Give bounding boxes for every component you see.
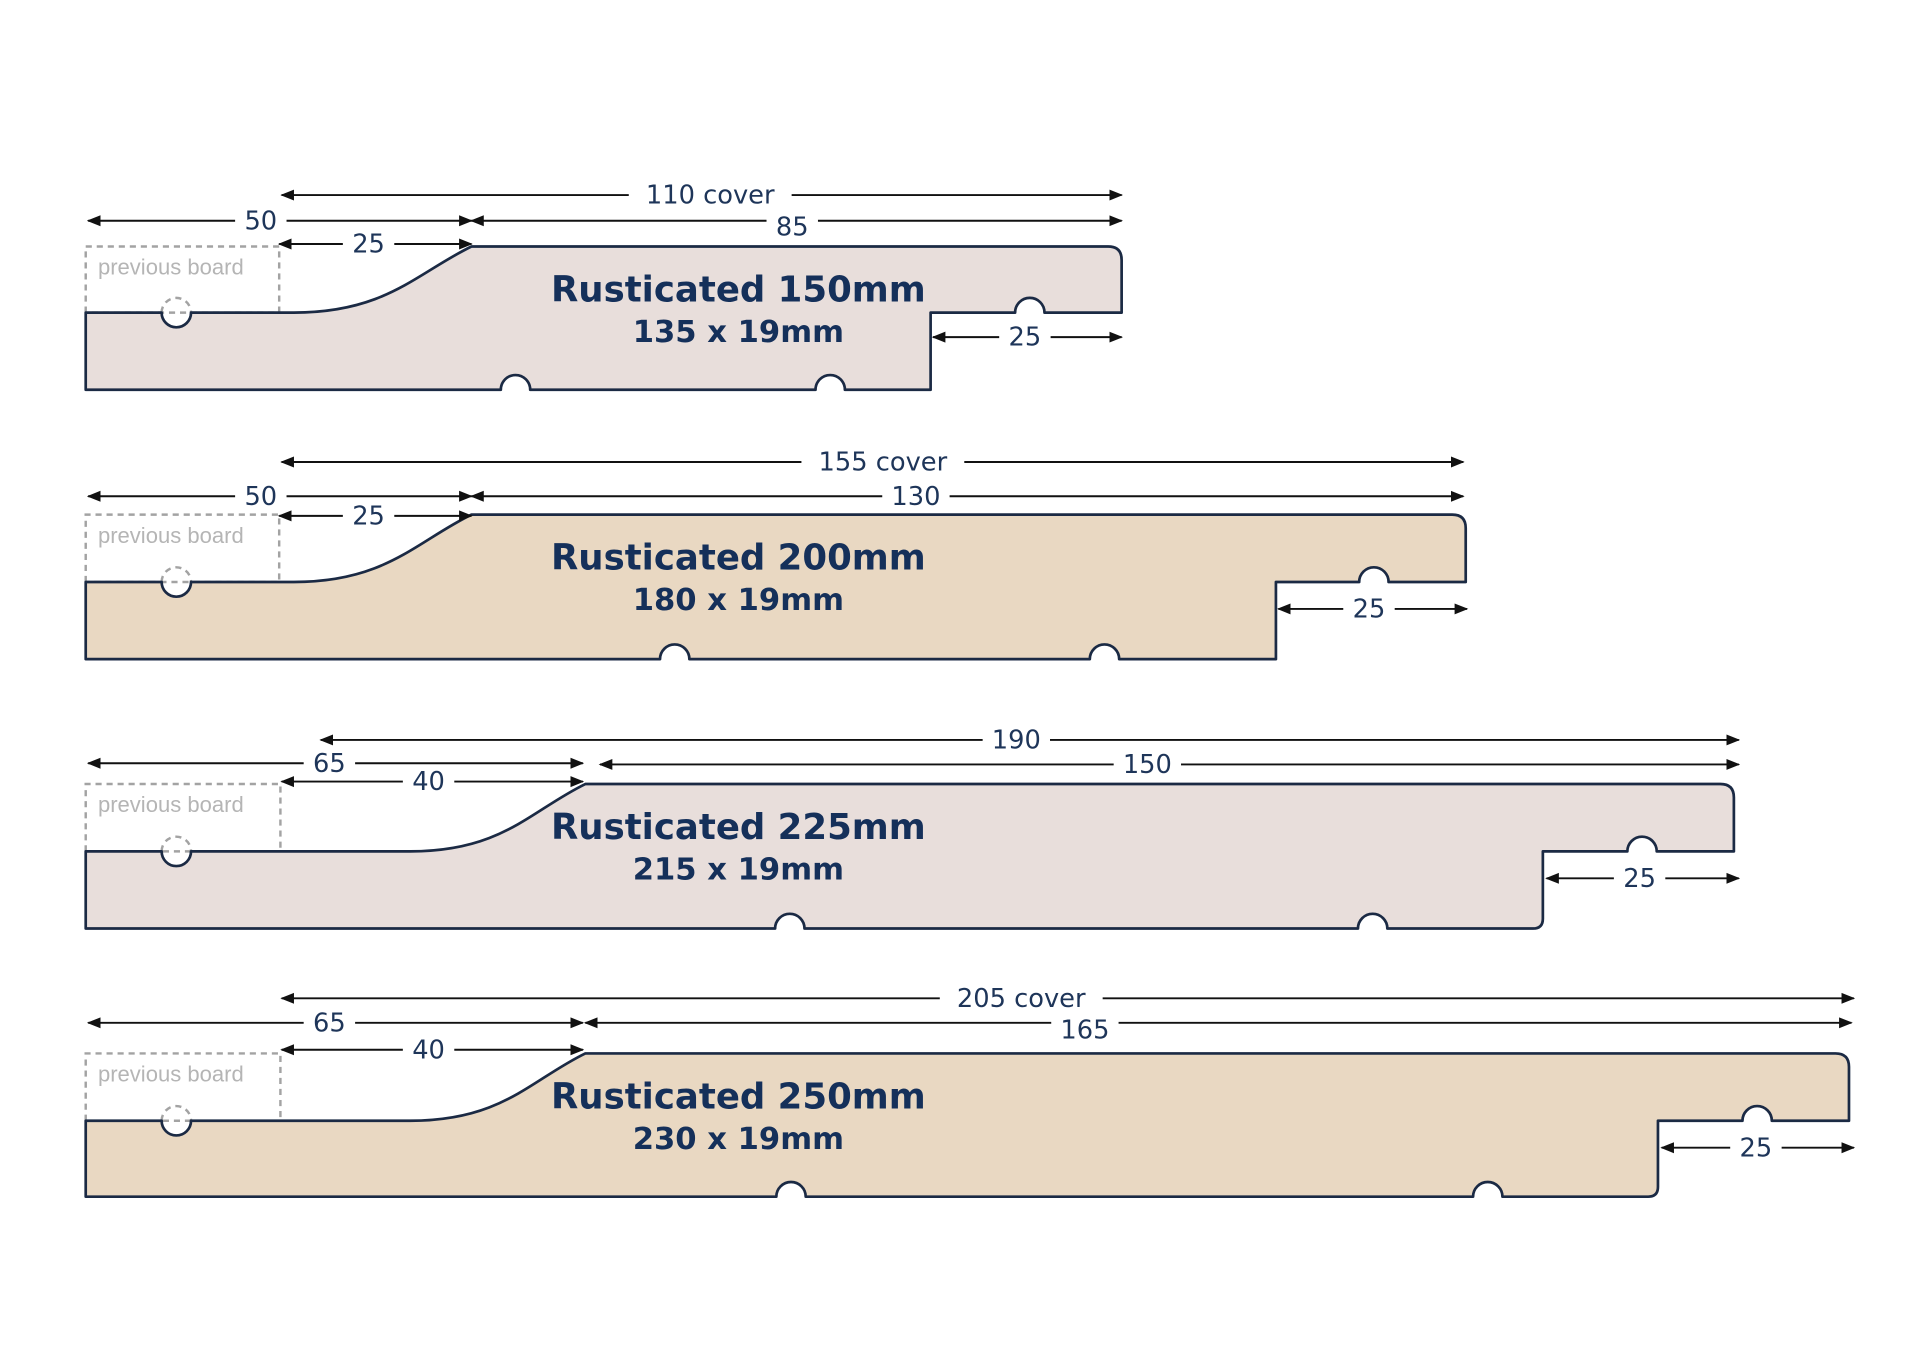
overlap-dimension: 50 [86, 482, 473, 512]
overlap-dimension-label: 50 [244, 482, 277, 512]
overlap-dimension: 65 [86, 749, 585, 779]
board-outline [84, 1052, 1851, 1199]
face-dimension-label: 150 [1123, 750, 1172, 780]
previous-board-outline [84, 513, 281, 584]
curve-dimension: 25 [277, 501, 473, 531]
board-title: Rusticated 200mm [551, 538, 926, 579]
curve-dimension: 40 [280, 1035, 585, 1065]
board-size: 230 x 19mm [633, 1122, 844, 1157]
previous-board-outline [84, 1052, 282, 1122]
curve-dimension: 40 [280, 767, 585, 797]
previous-board-label: previous board [98, 1062, 244, 1087]
face-dimension: 165 [583, 1016, 1853, 1046]
board-size: 135 x 19mm [633, 315, 844, 350]
overlap-dimension: 50 [86, 206, 473, 236]
tongue-dimension-label: 25 [1353, 595, 1386, 625]
tongue-dimension-label: 25 [1009, 323, 1042, 353]
tongue-dimension: 25 [931, 323, 1124, 353]
curve-dimension-label: 25 [352, 501, 385, 531]
face-dimension: 130 [470, 482, 1465, 512]
previous-board-label: previous board [98, 255, 244, 280]
previous-board-label: previous board [98, 523, 244, 548]
board-title: Rusticated 250mm [551, 1077, 926, 1118]
overlap-dimension-label: 65 [313, 749, 346, 779]
board-outline [84, 513, 1468, 661]
cover-dimension-label: 110 cover [646, 181, 775, 211]
cover-dimension-label: 190 [992, 726, 1041, 756]
overlap-dimension: 65 [86, 1008, 585, 1038]
previous-board-outline [84, 782, 282, 853]
curve-dimension-label: 40 [412, 767, 445, 797]
tongue-dimension: 25 [1545, 864, 1741, 894]
cover-dimension-label: 205 cover [957, 984, 1086, 1014]
curve-dimension: 25 [277, 230, 473, 260]
face-dimension-label: 130 [891, 482, 940, 512]
cover-dimension: 110 cover [280, 181, 1124, 211]
cover-dimension: 190 [319, 726, 1741, 756]
tongue-dimension-label: 25 [1623, 864, 1656, 894]
tongue-dimension: 25 [1660, 1133, 1856, 1163]
board-size: 215 x 19mm [633, 853, 844, 888]
overlap-dimension-label: 50 [244, 206, 277, 236]
face-dimension: 150 [598, 750, 1741, 780]
overlap-dimension-label: 65 [313, 1008, 346, 1038]
cover-dimension-label: 155 cover [819, 448, 948, 478]
face-dimension-label: 165 [1060, 1016, 1109, 1046]
tongue-dimension: 25 [1276, 595, 1469, 625]
cover-dimension: 155 cover [280, 448, 1465, 478]
board-outline [84, 782, 1736, 930]
face-dimension-label: 85 [776, 212, 809, 242]
curve-dimension-label: 40 [412, 1035, 445, 1065]
board-outline [84, 245, 1123, 392]
previous-board-label: previous board [98, 792, 244, 817]
board-title: Rusticated 225mm [551, 807, 926, 848]
board-size: 180 x 19mm [633, 583, 844, 618]
curve-dimension-label: 25 [352, 230, 385, 260]
cover-dimension: 205 cover [280, 984, 1856, 1014]
tongue-dimension-label: 25 [1740, 1133, 1773, 1163]
face-dimension: 85 [470, 212, 1124, 242]
board-title: Rusticated 150mm [551, 270, 926, 311]
